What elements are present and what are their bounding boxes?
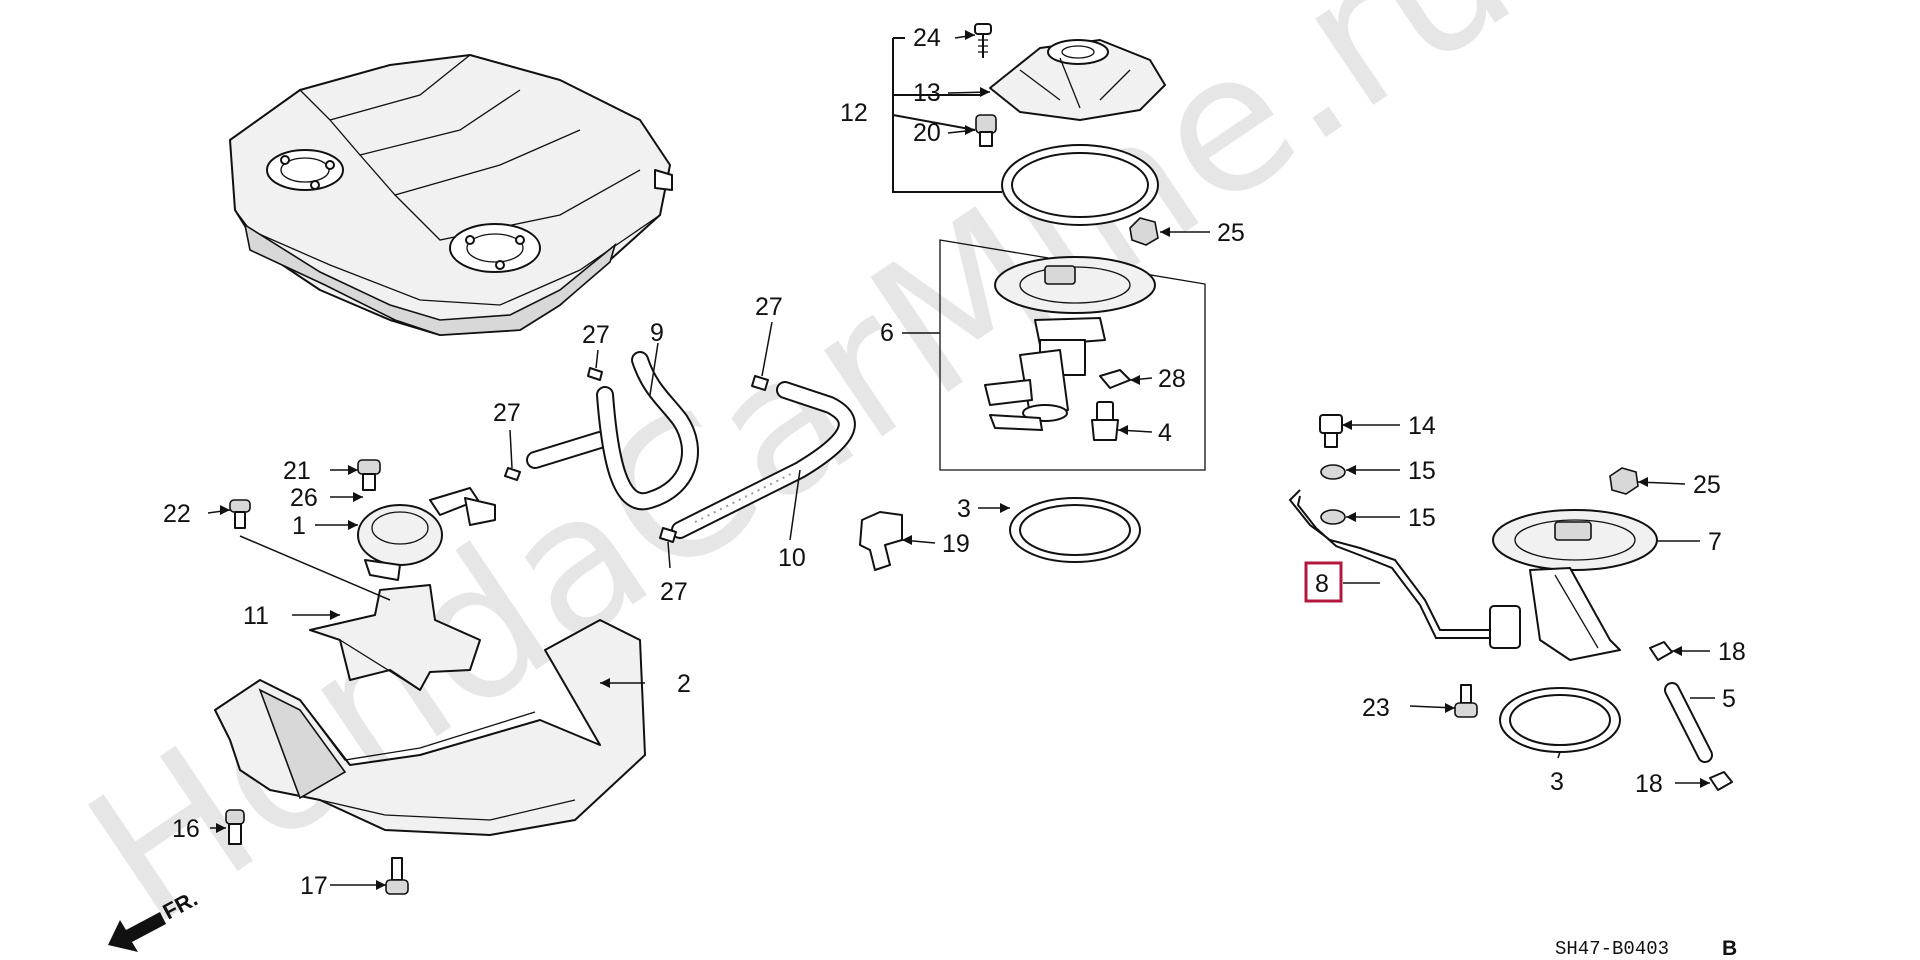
gasket-3-right[interactable] [1499,687,1621,753]
callout-27-c[interactable]: 27 [493,399,521,427]
callout-18-lower[interactable]: 18 [1635,770,1663,798]
hose-10[interactable] [671,381,856,539]
callout-13[interactable]: 13 [913,79,941,107]
bolt-16[interactable] [225,809,245,845]
callout-26[interactable]: 26 [290,484,318,512]
highlight-box-8[interactable] [1304,561,1343,603]
washers-15[interactable] [1320,464,1346,525]
clamp-27-set[interactable] [504,367,769,543]
callout-3-right[interactable]: 3 [1550,768,1564,796]
bolt-23[interactable] [1454,684,1478,718]
callout-27-a[interactable]: 27 [582,321,610,349]
callout-23[interactable]: 23 [1362,694,1390,722]
clip-28[interactable] [1099,369,1131,389]
nut-25-lower[interactable] [1609,467,1639,495]
nut-25-upper[interactable] [1129,217,1159,246]
callout-6[interactable]: 6 [880,319,894,347]
callout-28[interactable]: 28 [1158,365,1186,393]
fuel-tank[interactable] [229,54,673,336]
bracket-11[interactable] [309,584,481,691]
callout-20[interactable]: 20 [913,119,941,147]
callout-15-a[interactable]: 15 [1408,457,1436,485]
callout-7[interactable]: 7 [1708,528,1722,556]
callout-16[interactable]: 16 [172,815,200,843]
bolt-4[interactable] [1091,401,1119,441]
callout-27-d[interactable]: 27 [660,578,688,606]
bolt-24[interactable] [974,23,992,58]
diagram-code-suffix: B [1722,937,1737,960]
callout-27-b[interactable]: 27 [755,293,783,321]
fuel-line-8[interactable] [1288,489,1521,649]
callout-8[interactable]: 8 [1315,570,1329,598]
bolt-17[interactable] [385,857,409,895]
callout-24[interactable]: 24 [913,24,941,52]
bolt-22[interactable] [229,499,251,529]
diagram-code-text: SH47-B0403 [1555,938,1669,960]
hose-5[interactable] [1664,682,1713,763]
fuel-pump-6[interactable] [939,239,1206,471]
pump-cover-13[interactable] [989,39,1166,121]
callout-2[interactable]: 2 [677,670,691,698]
callout-17[interactable]: 17 [300,872,328,900]
callout-15-b[interactable]: 15 [1408,504,1436,532]
clip-19[interactable] [859,511,903,571]
hose-9[interactable] [526,351,699,511]
callout-14[interactable]: 14 [1408,412,1436,440]
callouts: 24 13 12 20 25 6 28 4 3 19 27 9 27 27 10… [163,24,1746,900]
callout-19[interactable]: 19 [942,530,970,558]
callout-9[interactable]: 9 [650,319,664,347]
sender-unit-7[interactable] [1492,509,1658,661]
clip-18-upper[interactable] [1649,641,1673,661]
gasket-3-center[interactable] [1009,497,1141,563]
callout-1[interactable]: 1 [292,512,306,540]
callout-5[interactable]: 5 [1722,685,1736,713]
callout-3-center[interactable]: 3 [957,495,971,523]
skid-plate-2[interactable] [214,619,646,836]
callout-18-upper[interactable]: 18 [1718,638,1746,666]
callout-12[interactable]: 12 [840,99,868,127]
callout-11[interactable]: 11 [243,602,269,630]
callout-4[interactable]: 4 [1158,419,1172,447]
arrow-icon [108,912,166,952]
canister-1[interactable] [357,487,496,581]
diagram-code: SH47-B0403 B [1555,937,1737,960]
bolt-21[interactable] [357,459,381,491]
callout-25-lower[interactable]: 25 [1693,471,1721,499]
callout-22[interactable]: 22 [163,500,191,528]
callout-21[interactable]: 21 [283,457,311,485]
nut-20[interactable] [975,114,997,147]
gasket-ring-12[interactable] [1001,144,1159,226]
clip-18-lower[interactable] [1709,771,1733,791]
callout-25-upper[interactable]: 25 [1217,219,1245,247]
bolt-14[interactable] [1319,414,1343,448]
bracket-12 [892,37,1002,193]
callout-10[interactable]: 10 [778,544,806,572]
leader-arrows [216,30,1710,890]
